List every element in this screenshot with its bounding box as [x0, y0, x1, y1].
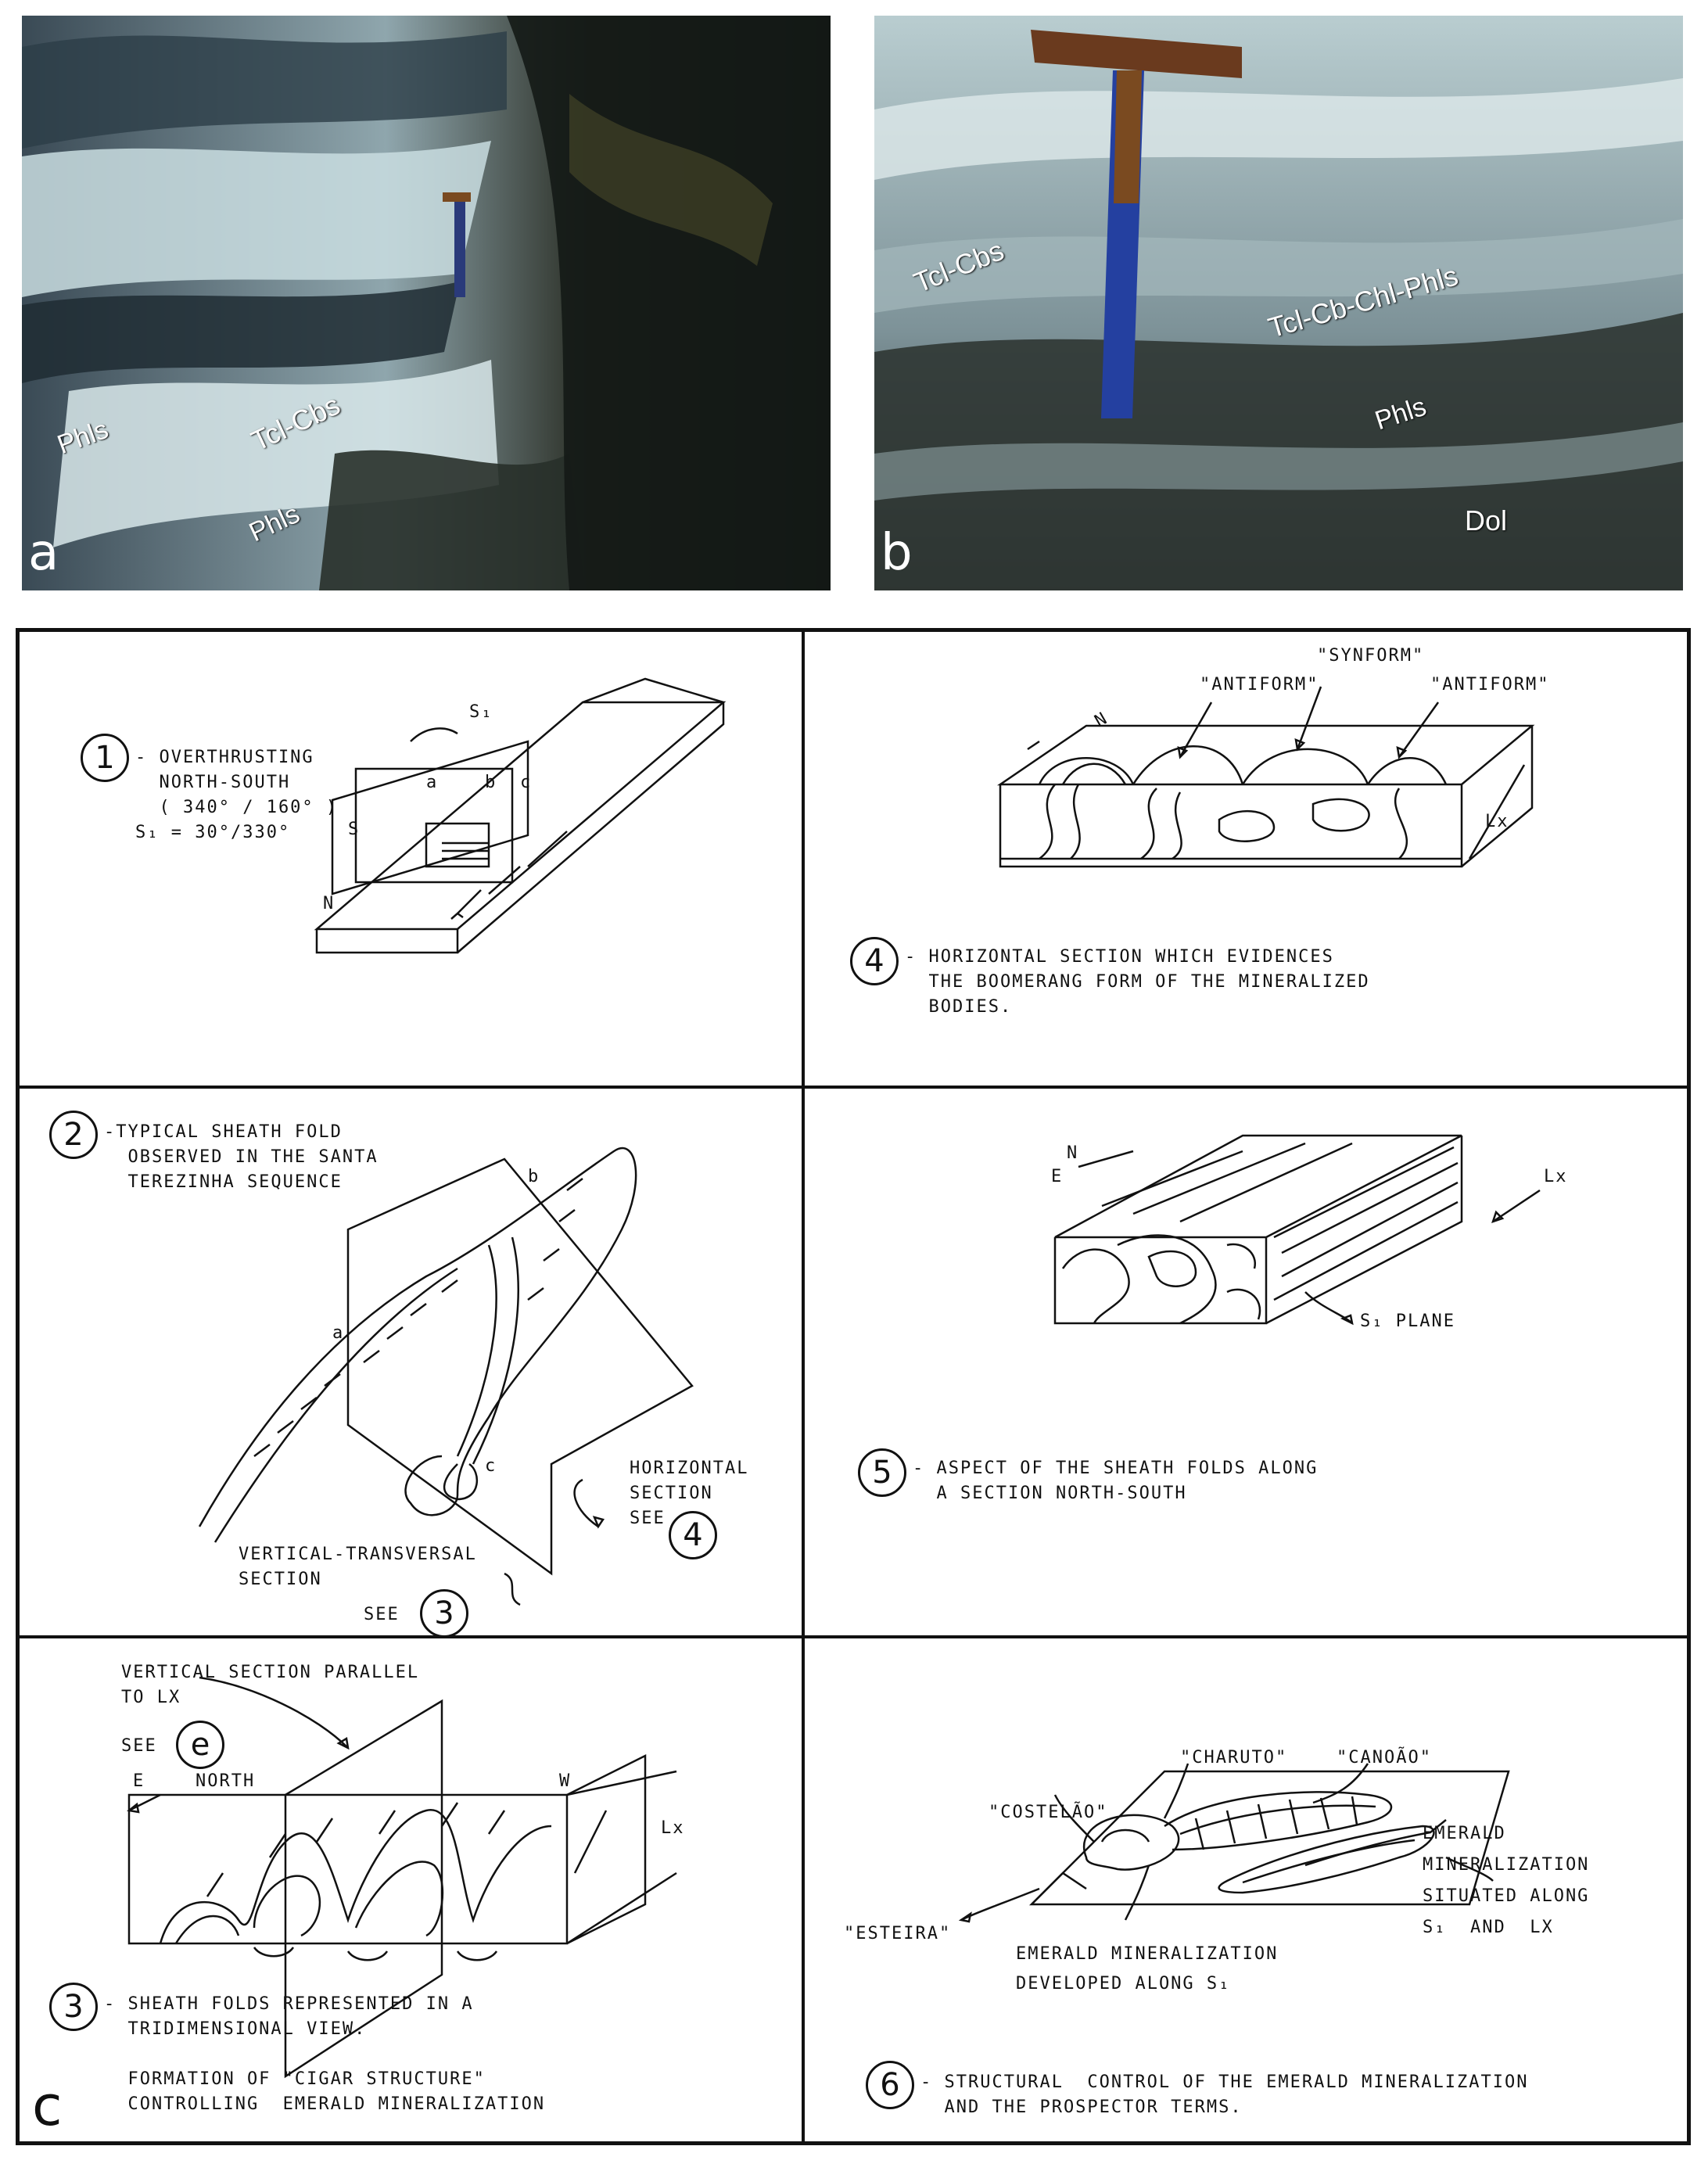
- cell-4-label-antiform-left: "ANTIFORM": [1200, 675, 1319, 694]
- cell-6-label-emerald-right: EMERALD MINERALIZATION SITUATED ALONG S₁…: [1423, 1824, 1590, 1937]
- cell-3-label-parallel: VERTICAL SECTION PARALLEL TO LX: [121, 1663, 420, 1707]
- cell-4-caption: - HORIZONTAL SECTION WHICH EVIDENCES THE…: [905, 947, 1370, 1017]
- cell-1-label-b: b: [485, 773, 497, 792]
- cell-1-block-sketch: [314, 677, 727, 954]
- panel-c-diagram: 1 - OVERTHRUSTING NORTH-SOUTH ( 340° / 1…: [16, 628, 1691, 2145]
- cell-3-see-letter-e: e: [176, 1721, 224, 1769]
- cell-2-number: 2: [49, 1111, 98, 1159]
- panel-divider-vertical: [802, 632, 805, 2141]
- cell-6-number: 6: [866, 2061, 914, 2109]
- cell-1-label-n: N: [323, 894, 336, 913]
- cell-3-label-see: SEE: [121, 1736, 157, 1756]
- cell-6-block-sketch: [958, 1763, 1510, 1923]
- cell-6-label-emerald-bottom: EMERALD MINERALIZATION DEVELOPED ALONG S…: [1016, 1944, 1279, 1994]
- panel-divider-row-1: [20, 1086, 1687, 1089]
- cell-3-caption: - SHEATH FOLDS REPRESENTED IN A TRIDIMEN…: [104, 1994, 546, 2114]
- cell-6-label-canoao: "CANOÃO": [1337, 1748, 1432, 1767]
- cell-5-label-s1-plane: S₁ PLANE: [1360, 1312, 1455, 1331]
- photo-b-label-dol: Dol: [1465, 504, 1508, 537]
- photo-a: Phls Tcl-Cbs Phls a: [22, 16, 831, 590]
- cell-2-see-number-3: 3: [420, 1589, 468, 1638]
- cell-2-label-vertical-section: VERTICAL-TRANSVERSAL SECTION: [239, 1545, 477, 1589]
- cell-1-label-c: c: [520, 773, 533, 792]
- cell-2-sheath-fold-sketch: [198, 1147, 694, 1606]
- cell-1-overthrusting: 1 - OVERTHRUSTING NORTH-SOUTH ( 340° / 1…: [20, 632, 802, 1086]
- cell-6-caption: - STRUCTURAL CONTROL OF THE EMERALD MINE…: [920, 2072, 1529, 2117]
- cell-3-label-w: W: [559, 1771, 572, 1791]
- cell-2-sheath-fold: 2 -TYPICAL SHEATH FOLD OBSERVED IN THE S…: [20, 1089, 802, 1638]
- cell-2-see-number-4: 4: [669, 1511, 717, 1559]
- cell-5-section-north-south: N E Lx S₁ PLANE 5 - ASPECT OF THE SHEATH…: [805, 1089, 1691, 1635]
- cell-3-tridimensional-view: VERTICAL SECTION PARALLEL TO LX SEE e E …: [20, 1638, 802, 2145]
- cell-3-label-e: E: [133, 1771, 145, 1791]
- cell-1-number: 1: [81, 734, 129, 782]
- cell-1-label-a: a: [426, 773, 439, 792]
- cell-5-label-e: E: [1051, 1167, 1064, 1186]
- cell-5-label-lx: Lx: [1544, 1167, 1568, 1186]
- panel-divider-row-2: [20, 1635, 1687, 1638]
- cell-3-block-sketch: [127, 1676, 677, 2079]
- photo-b: Tcl-Cbs Tcl-Cb-Chl-Phls Phls Dol b: [874, 16, 1683, 590]
- cell-4-label-antiform-right: "ANTIFORM": [1430, 675, 1550, 694]
- cell-6-structural-control: "CHARUTO" "CANOÃO" "COSTELÃO" "ESTEIRA" …: [805, 1638, 1691, 2145]
- cell-2-label-see: SEE: [364, 1605, 400, 1624]
- cell-4-label-lx: Lx: [1485, 812, 1509, 831]
- cell-2-label-b: b: [528, 1167, 540, 1186]
- cell-6-label-esteira: "ESTEIRA": [844, 1924, 952, 1943]
- cell-4-number: 4: [850, 937, 899, 985]
- photo-a-letter: a: [28, 524, 59, 582]
- cell-6-label-charuto: "CHARUTO": [1180, 1748, 1288, 1767]
- cell-4-horizontal-section: "SYNFORM" "ANTIFORM" "ANTIFORM" N Lx 4 -: [805, 632, 1691, 1086]
- cell-2-label-horizontal-section: HORIZONTAL SECTION SEE: [630, 1459, 749, 1528]
- cell-3-label-lx: Lx: [661, 1818, 685, 1838]
- panel-c-letter: c: [32, 2074, 63, 2138]
- cell-4-block-sketch: [996, 686, 1535, 868]
- cell-4-label-synform: "SYNFORM": [1317, 646, 1425, 666]
- cell-3-label-north: NORTH: [196, 1771, 256, 1791]
- cell-2-label-a: a: [332, 1323, 345, 1343]
- photo-b-rock-image: [874, 16, 1683, 590]
- cell-2-caption: -TYPICAL SHEATH FOLD OBSERVED IN THE SAN…: [104, 1122, 379, 1192]
- cell-2-label-c: c: [485, 1456, 497, 1476]
- cell-5-label-n: N: [1067, 1143, 1079, 1163]
- cell-1-label-s1: S₁: [469, 702, 493, 722]
- cell-5-block-sketch: [1053, 1134, 1541, 1326]
- cell-1-label-s: S: [348, 820, 361, 839]
- cell-5-caption: - ASPECT OF THE SHEATH FOLDS ALONG A SEC…: [913, 1459, 1319, 1503]
- cell-6-label-costelao: "COSTELÃO": [989, 1803, 1108, 1822]
- cell-3-number: 3: [49, 1983, 98, 2031]
- photo-b-letter: b: [881, 524, 913, 582]
- cell-1-caption: - OVERTHRUSTING NORTH-SOUTH ( 340° / 160…: [135, 748, 339, 842]
- photo-a-rock-image: [22, 16, 831, 590]
- cell-5-number: 5: [858, 1448, 906, 1497]
